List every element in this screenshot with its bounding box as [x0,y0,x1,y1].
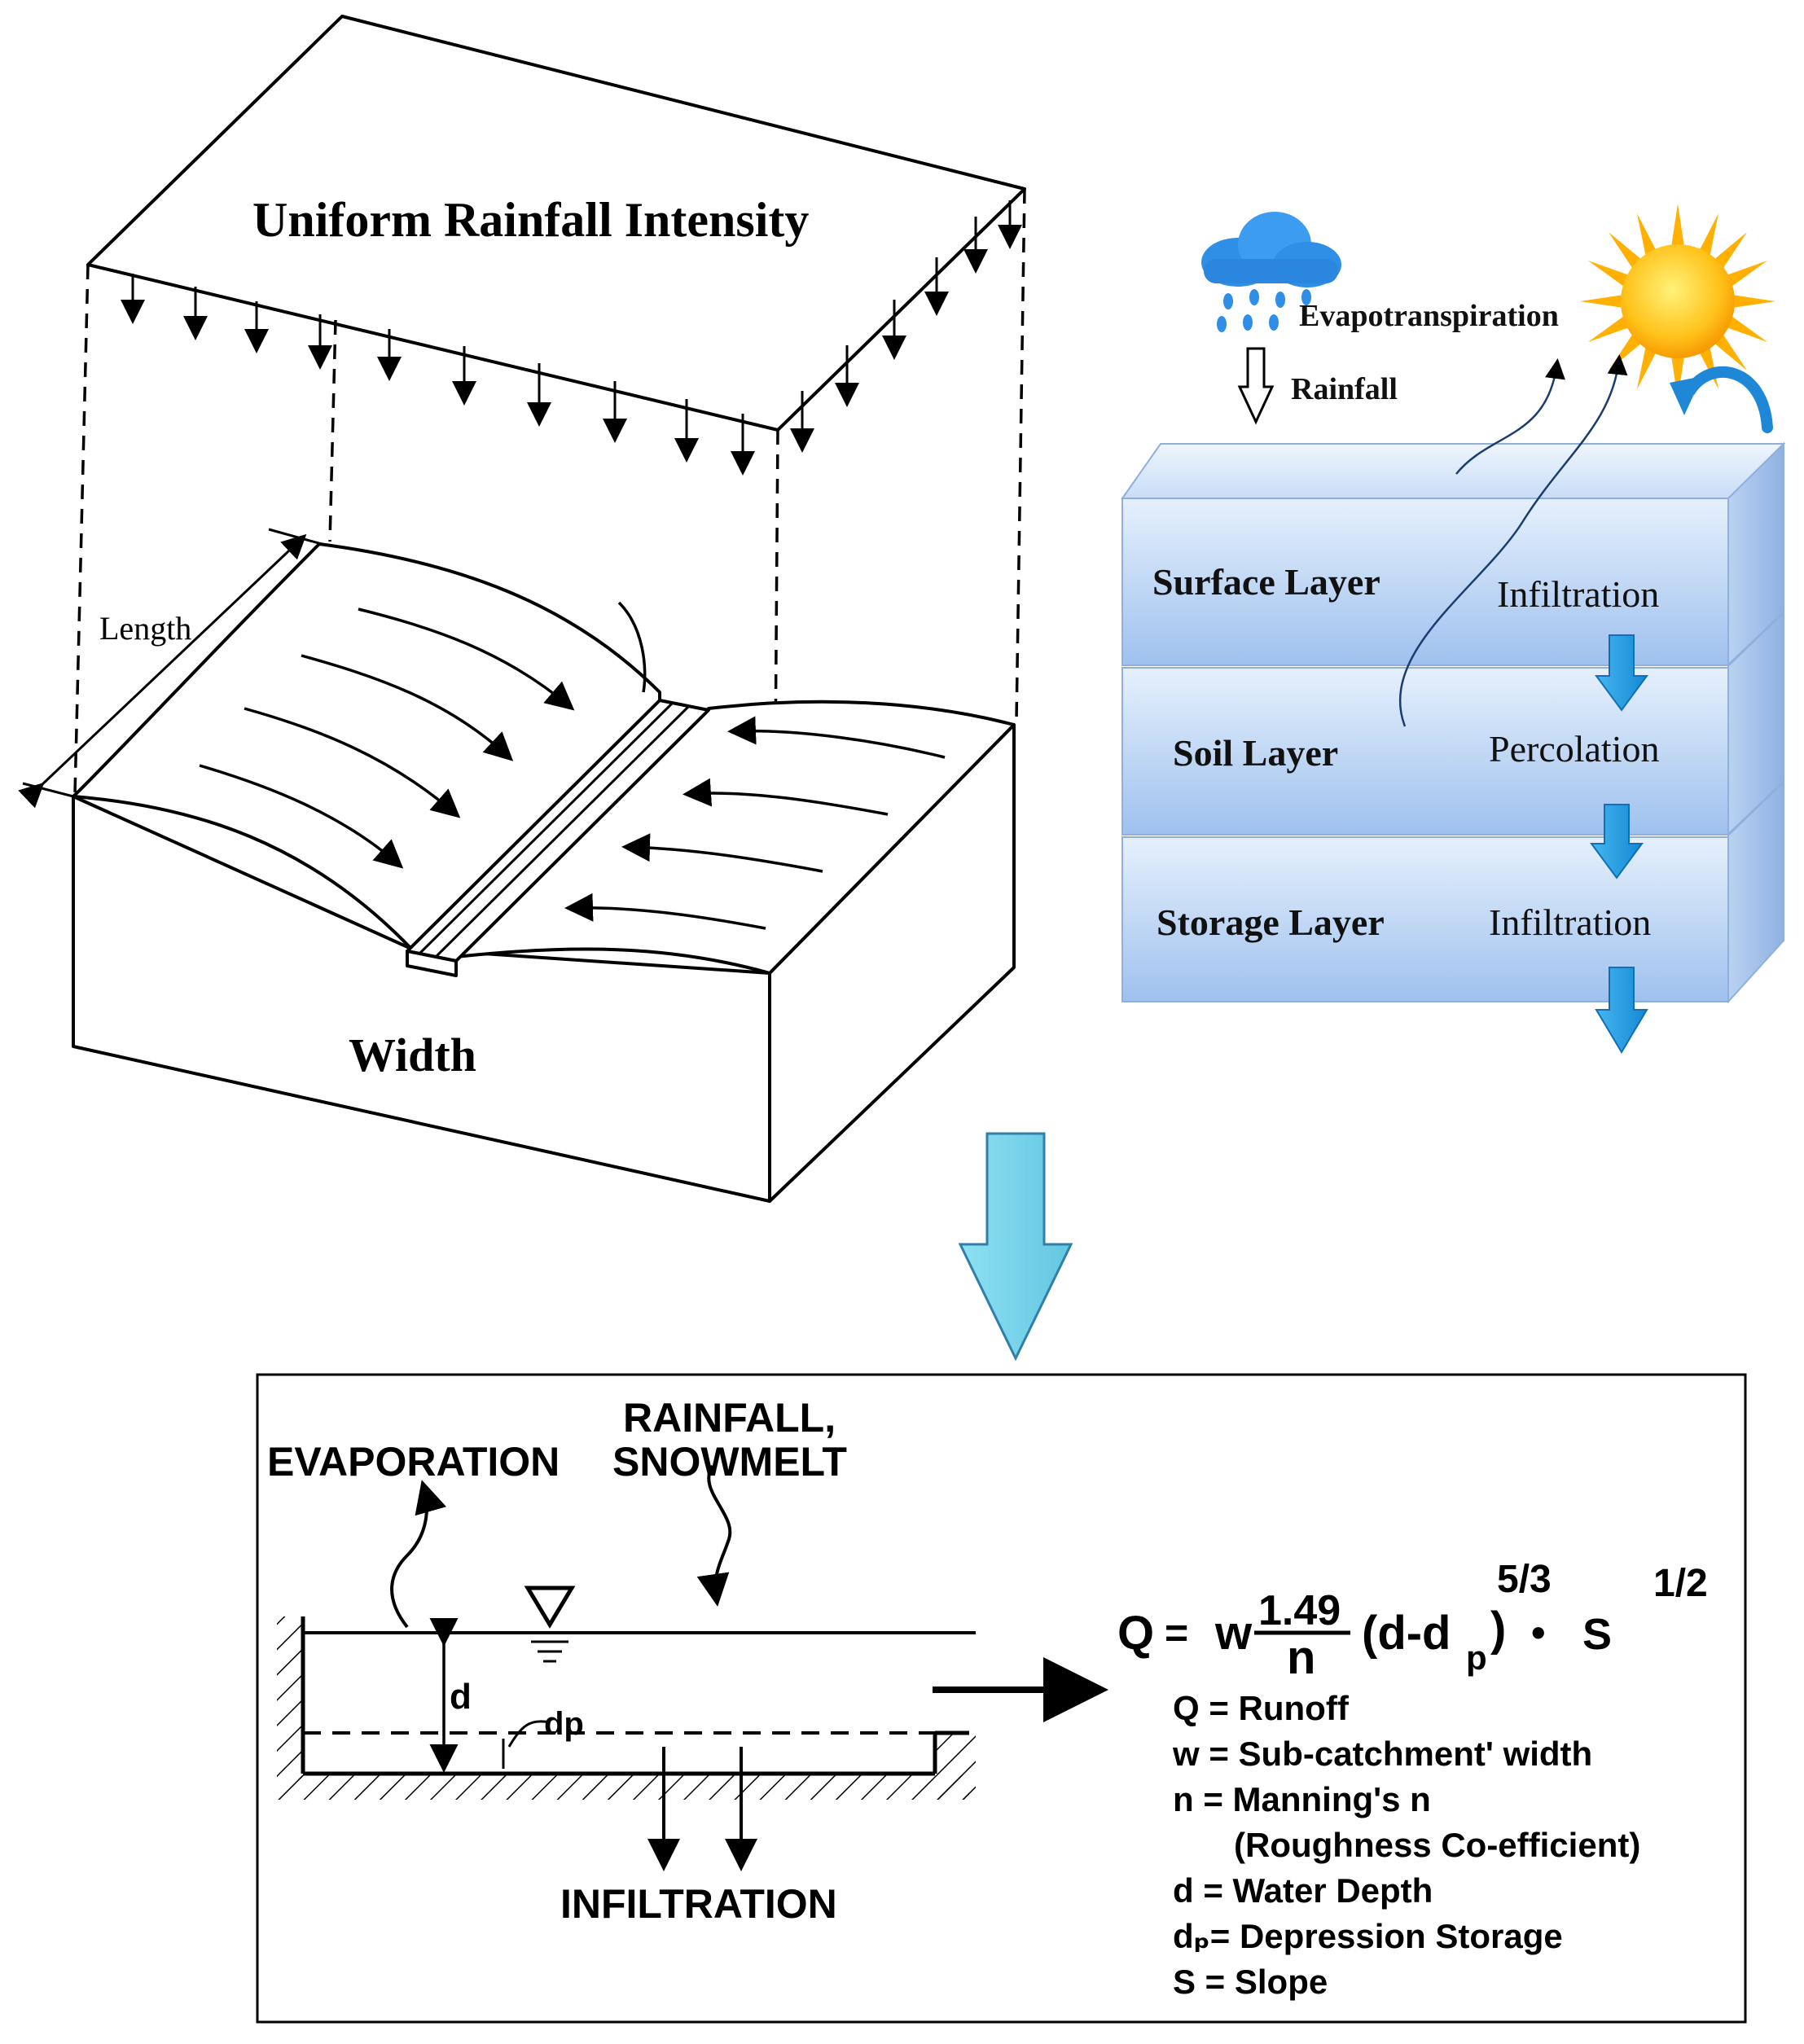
legend-item: (Roughness Co-efficient) [1234,1826,1640,1864]
soil-layer-process: Percolation [1489,728,1660,770]
reservoir-labels: EVAPORATION RAINFALL, SNOWMELT INFILTRAT… [267,1395,847,1927]
eq-dot: • [1531,1610,1546,1656]
runoff-equation: Q = w 1.49 n (d-d p ) 5/3 • S 1/2 [1117,1558,1708,1684]
sun-icon [1580,204,1775,399]
width-label: Width [349,1029,476,1081]
equation-legend: Q = Runoff w = Sub-catchment' width n = … [1172,1689,1640,2001]
legend-item: Q = Runoff [1173,1689,1350,1727]
evap-lines [1398,354,1628,727]
infiltration-label: INFILTRATION [560,1881,837,1927]
evaporation-label: EVAPORATION [267,1439,560,1485]
storage-layer-process: Infiltration [1489,901,1651,943]
length-dimension [18,533,307,809]
right-slope [454,700,1016,975]
eq-exp2: 1/2 [1653,1562,1708,1605]
eq-equals: = [1165,1610,1188,1656]
reservoir-diagram [277,1464,1108,1871]
eq-q: Q [1117,1607,1154,1660]
reservoir-panel [256,1373,1747,2024]
eq-s: S [1582,1610,1612,1659]
rainfall-label-line2: SNOWMELT [612,1439,847,1485]
eq-paren-close: ) [1490,1603,1506,1656]
top-label: Uniform Rainfall Intensity [252,193,809,247]
legend-item: d = Water Depth [1173,1871,1433,1910]
eq-numerator: 1.49 [1258,1587,1341,1634]
flow-arrows [199,601,946,930]
catchment-block: Uniform Rainfall Intensity Length Width [18,15,1026,1203]
eq-exp1: 5/3 [1497,1558,1552,1601]
dp-label: dp [544,1706,584,1742]
layer-top-face [1121,443,1786,499]
cloud-icon [1201,212,1341,332]
storage-layer-name: Storage Layer [1157,901,1385,943]
d-label: d [450,1677,472,1717]
flow-down-arrows [1590,634,1648,1054]
legend-item: w = Sub-catchment' width [1172,1735,1592,1773]
cycle-arrow-icon [1670,366,1773,433]
legend-item: S = Slope [1173,1963,1328,2001]
rain-arrows [121,200,1022,476]
rainfall-label: Rainfall [1291,372,1398,406]
rainfall-label-line1: RAINFALL, [623,1395,836,1441]
transition-arrow [958,1132,1073,1362]
water-level-icon [524,1586,576,1629]
legend-item: dₚ= Depression Storage [1173,1917,1563,1955]
soil-layer-name: Soil Layer [1173,732,1338,774]
evapotranspiration-label: Evapotranspiration [1299,299,1559,333]
eq-paren: (d-d [1362,1607,1451,1660]
eq-paren-sub: p [1466,1638,1487,1677]
eq-denominator: n [1287,1631,1315,1684]
eq-w: w [1214,1607,1253,1660]
layer-model: Evapotranspiration Rainfall [1121,204,1786,1054]
legend-item: n = Manning's n [1173,1780,1431,1818]
surface-layer-process: Infiltration [1497,573,1659,615]
surface-layer-name: Surface Layer [1152,561,1380,603]
length-label: Length [99,610,191,647]
rainfall-arrow [1237,347,1275,425]
